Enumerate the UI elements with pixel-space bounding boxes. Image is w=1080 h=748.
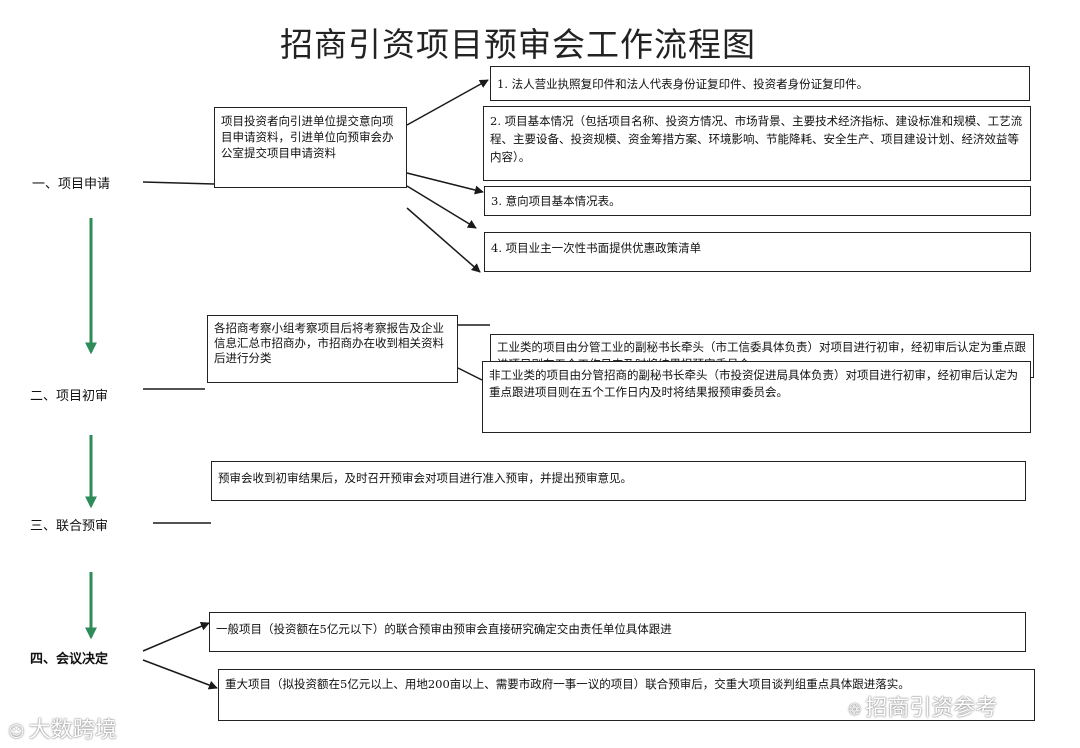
box-joint-review: 预审会收到初审结果后，及时召开预审会对项目进行准入预审，并提出预审意见。: [211, 461, 1026, 501]
connector-apply: [142, 181, 215, 185]
connector-review-nonindustrial: [457, 367, 483, 381]
box-apply-item3: 3. 意向项目基本情况表。: [484, 186, 1031, 216]
watermark-left-text: 大数跨境: [28, 718, 117, 743]
watermark-right: ❁招商引资参考: [848, 690, 997, 722]
stage-label-apply: 一、项目申请: [32, 177, 111, 192]
box-apply-item4: 4. 项目业主一次性书面提供优惠政策清单: [484, 232, 1031, 272]
arrow-to-item3: [406, 172, 484, 195]
wechat-icon: ❁: [848, 700, 862, 719]
box-decision-major: 重大项目（拟投资额在5亿元以上、用地200亩以上、需要市政府一事一议的项目）联合…: [218, 669, 1035, 721]
box-apply-item1: 1. 法人营业执照复印件和法人代表身份证复印件、投资者身份证复印件。: [490, 66, 1030, 101]
page-title: 招商引资项目预审会工作流程图: [280, 25, 756, 64]
stage-label-joint: 三、联合预审: [30, 519, 109, 534]
arrow-to-major: [142, 659, 218, 690]
stage-label-review: 二、项目初审: [30, 389, 109, 404]
box-review-nonindustrial: 非工业类的项目由分管招商的副秘书长牵头（市投资促进局具体负责）对项目进行初审，经…: [482, 361, 1031, 433]
stage-label-decision: 四、会议决定: [30, 652, 109, 667]
box-review-main: 各招商考察小组考察项目后将考察报告及企业信息汇总市招商办，市招商办在收到相关资料…: [207, 315, 458, 383]
arrow-to-item1: [406, 79, 489, 126]
arrow-to-item3b: [406, 185, 477, 229]
box-apply-item2: 2. 项目基本情况（包括项目名称、投资方情况、市场背景、主要技术经济指标、建设标…: [483, 106, 1031, 181]
watermark-logo-icon: ☺: [8, 722, 25, 741]
watermark-right-text: 招商引资参考: [865, 696, 998, 721]
arrow-to-item4: [406, 207, 481, 273]
box-decision-general: 一般项目（投资额在5亿元以下）的联合预审由预审会直接研究确定交由责任单位具体跟进: [209, 612, 1026, 652]
arrow-to-general: [142, 622, 210, 652]
box-apply-main: 项目投资者向引进单位提交意向项目申请资料，引进单位向预审会办公室提交项目申请资料: [214, 107, 407, 188]
watermark-left: ☺大数跨境: [8, 712, 117, 744]
